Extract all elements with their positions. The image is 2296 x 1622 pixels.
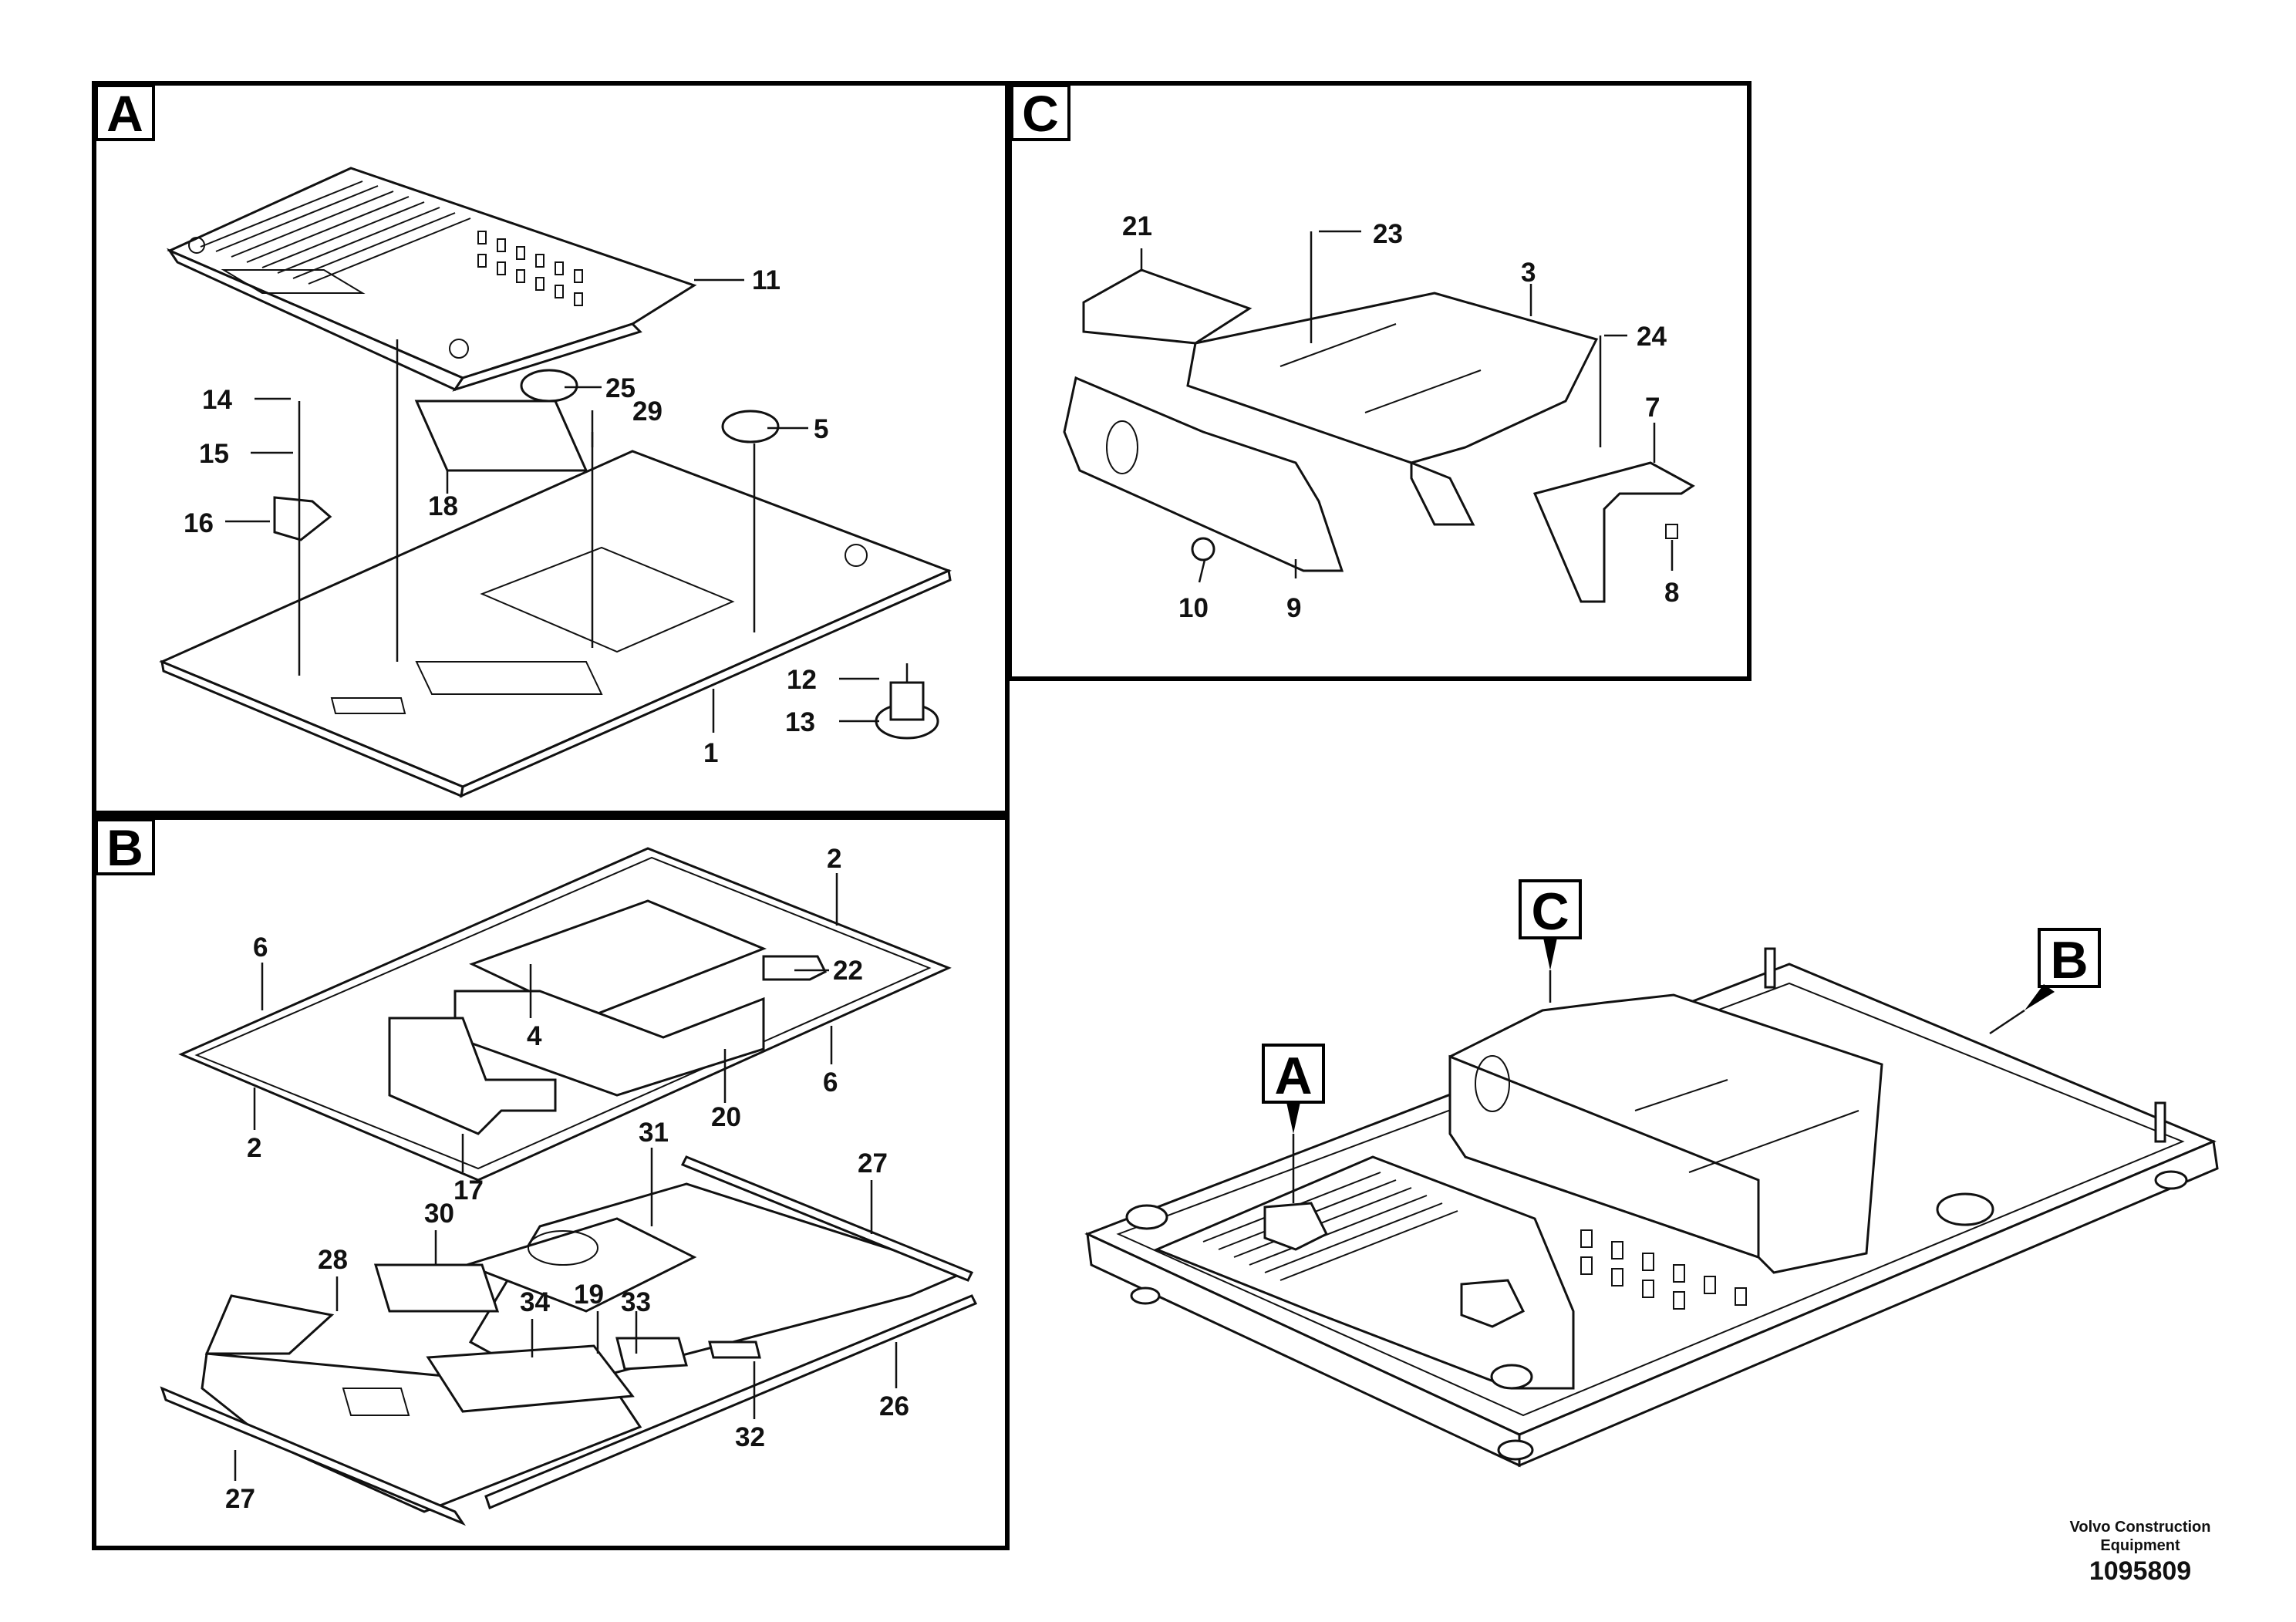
callout-a-pointer bbox=[1286, 1102, 1300, 1134]
overview-callout-c: C bbox=[1531, 882, 1569, 941]
label-2-top: 2 bbox=[827, 844, 841, 874]
label-34: 34 bbox=[520, 1287, 550, 1317]
label-25: 25 bbox=[605, 373, 636, 403]
overview-assembly: A C B bbox=[1084, 879, 2219, 1468]
panel-c-letter: C bbox=[1022, 85, 1059, 142]
label-19: 19 bbox=[574, 1280, 604, 1310]
panel-a-letter: A bbox=[106, 85, 143, 142]
label-21: 21 bbox=[1122, 211, 1152, 241]
overview-callout-b-box bbox=[2038, 928, 2101, 988]
label-20: 20 bbox=[711, 1102, 741, 1132]
label-30: 30 bbox=[424, 1199, 454, 1229]
label-23: 23 bbox=[1373, 219, 1403, 249]
label-2-left: 2 bbox=[247, 1133, 261, 1163]
label-15: 15 bbox=[199, 439, 229, 469]
drawing-number: 1095809 bbox=[2089, 1556, 2192, 1586]
label-11: 11 bbox=[752, 265, 781, 295]
label-6-right: 6 bbox=[823, 1067, 838, 1098]
company-line-1: Volvo Construction bbox=[2069, 1519, 2211, 1536]
label-29: 29 bbox=[632, 396, 663, 427]
label-6-left: 6 bbox=[253, 932, 268, 963]
label-9: 9 bbox=[1286, 593, 1301, 623]
lower-plates-drawing bbox=[160, 1155, 978, 1526]
panel-a: A bbox=[92, 81, 1010, 815]
panel-b-frame bbox=[92, 815, 1010, 1550]
label-33: 33 bbox=[621, 1287, 651, 1317]
top-cover-drawing bbox=[166, 167, 697, 392]
company-name: Volvo Construction Equipment bbox=[2055, 1518, 2225, 1555]
panel-a-letter-box bbox=[95, 84, 155, 141]
label-8: 8 bbox=[1664, 578, 1679, 608]
plate-18-drawing bbox=[414, 400, 588, 472]
panel-c: C 21 23 3 24 7 bbox=[1007, 81, 1752, 681]
overview-drawing bbox=[1084, 947, 2219, 1468]
upper-frame-drawing bbox=[178, 847, 952, 1182]
label-10: 10 bbox=[1178, 593, 1209, 623]
label-17: 17 bbox=[453, 1175, 484, 1206]
panel-c-letter-box bbox=[1010, 84, 1070, 141]
overview-callout-a: A bbox=[1274, 1047, 1312, 1105]
panel-b-letter: B bbox=[106, 819, 143, 876]
label-13: 13 bbox=[785, 707, 815, 737]
label-32: 32 bbox=[735, 1422, 765, 1452]
label-16: 16 bbox=[184, 508, 214, 538]
callout-b-pointer bbox=[2025, 984, 2055, 1010]
company-line-2: Equipment bbox=[2100, 1537, 2180, 1554]
label-27-bottom: 27 bbox=[225, 1484, 255, 1514]
overview-callout-b: B bbox=[2050, 931, 2088, 990]
panel-c-frame bbox=[1007, 81, 1752, 681]
mounts-drawing bbox=[273, 369, 939, 740]
label-14: 14 bbox=[202, 385, 232, 415]
floor-plate-drawing bbox=[159, 450, 952, 798]
label-28: 28 bbox=[318, 1245, 348, 1275]
label-5: 5 bbox=[814, 414, 828, 444]
label-27-top: 27 bbox=[858, 1148, 888, 1179]
label-4: 4 bbox=[527, 1021, 542, 1051]
label-3: 3 bbox=[1521, 258, 1536, 288]
label-22: 22 bbox=[833, 956, 863, 986]
panel-b-letter-box bbox=[95, 818, 155, 875]
label-18: 18 bbox=[428, 491, 458, 521]
callout-c-pointer bbox=[1543, 938, 1557, 970]
label-31: 31 bbox=[639, 1118, 669, 1148]
label-24: 24 bbox=[1637, 322, 1667, 352]
panel-b: B bbox=[92, 815, 1010, 1550]
label-1: 1 bbox=[703, 738, 718, 768]
label-26: 26 bbox=[879, 1391, 909, 1421]
label-7: 7 bbox=[1645, 393, 1660, 423]
overview-callout-a-box bbox=[1262, 1044, 1325, 1104]
label-12: 12 bbox=[787, 665, 817, 695]
cover-assembly-drawing bbox=[1063, 268, 1695, 603]
